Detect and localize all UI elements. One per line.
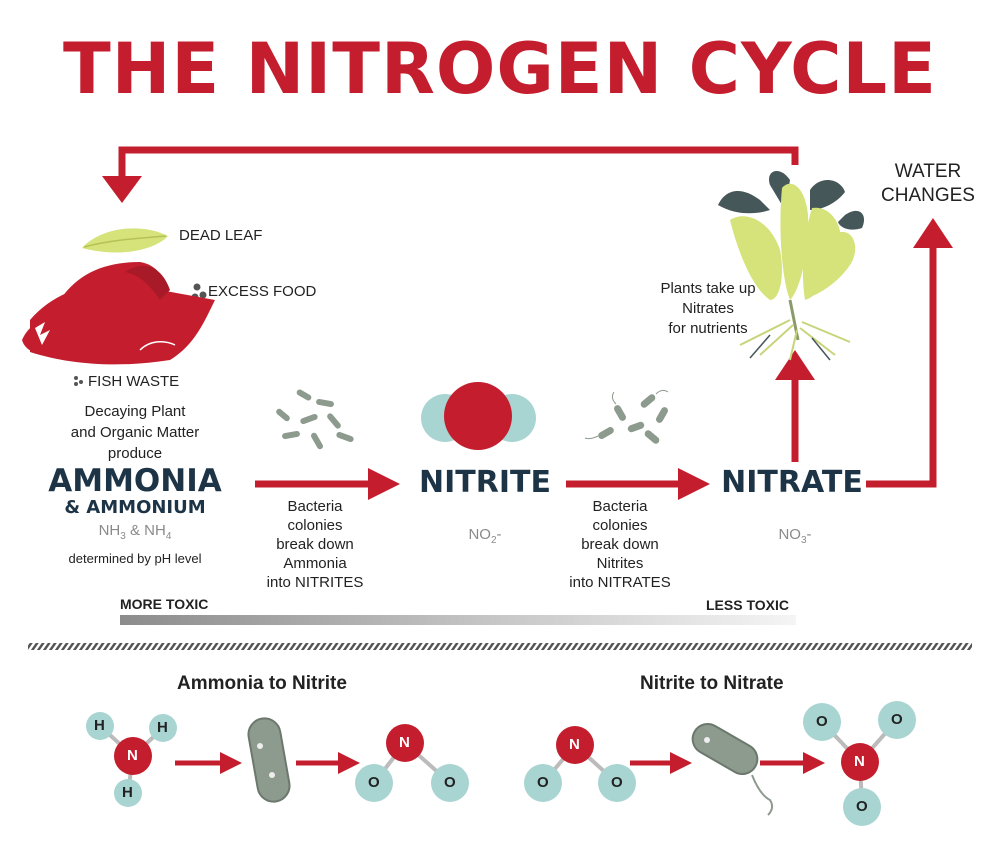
fish-icon (22, 262, 215, 365)
nitrite-to-nitrate-title: Nitrite to Nitrate (640, 673, 784, 694)
more-toxic-label: MORE TOXIC (120, 596, 209, 612)
formula-mid: & NH (125, 522, 166, 539)
decay-line-2: and Organic Matter (70, 424, 200, 441)
water-changes-label: WATER CHANGES (868, 160, 988, 208)
decay-text: Decaying Plant and Organic Matter produc… (55, 401, 215, 464)
water-line-2: CHANGES (881, 185, 975, 206)
nitrate-heading: NITRATE (721, 465, 863, 500)
nitrite-formula-base: NO (468, 526, 491, 543)
step2-line: Nitrites (596, 555, 644, 572)
atom-o-7: O (856, 798, 868, 815)
nitrate-formula: NO3- (715, 526, 875, 546)
atom-o-6: O (891, 711, 903, 728)
ammonia-heading: AMMONIA (48, 463, 222, 499)
plant-uptake-arrow (775, 350, 815, 462)
step2-line: Bacteria (592, 498, 648, 515)
nitrite-formula-sub: 2 (490, 535, 497, 546)
less-toxic-label: LESS TOXIC (706, 597, 789, 613)
nitrate-molecule-bottom (803, 701, 916, 826)
step1-line: Bacteria (287, 498, 343, 515)
process-step-1: Bacteria colonies break down Ammonia int… (255, 497, 375, 592)
nitrite-formula-end: - (496, 526, 502, 543)
step2-line: into NITRATES (569, 574, 671, 591)
atom-o-2: O (444, 774, 456, 791)
ammonia-molecule-icon (86, 712, 177, 807)
section-divider (28, 643, 972, 650)
nitrite-to-nitrate-arrow (566, 468, 710, 500)
step1-line: into NITRITES (266, 574, 364, 591)
nitrate-formula-sub: 3 (800, 535, 807, 546)
atom-n-1: N (127, 747, 138, 764)
bacteria-group-1 (276, 389, 354, 450)
ammonia-formula: NH3 & NH4 (40, 522, 230, 542)
atom-o-5: O (816, 713, 828, 730)
nitrite-formula: NO2- (405, 526, 565, 546)
nitrite-molecule-bottom-left (355, 724, 469, 802)
decay-line-3: produce (107, 445, 163, 462)
fish-waste-icon (74, 376, 83, 386)
atom-h-3: H (122, 784, 133, 801)
excess-food-label: EXCESS FOOD (208, 283, 317, 300)
nitrate-formula-base: NO (778, 526, 801, 543)
formula-sub-3: 3 (120, 531, 126, 542)
nitrite-molecule-bottom-right (524, 726, 636, 802)
nitrate-formula-end: - (806, 526, 812, 543)
plant-line-3: for nutrients (668, 320, 748, 337)
arrow-bottom-4 (760, 752, 825, 774)
ammonia-to-nitrite-arrow (255, 468, 400, 500)
formula-nh: NH (98, 522, 121, 539)
return-arrow (102, 146, 799, 203)
nitrite-molecule-icon (421, 382, 536, 450)
toxicity-gradient-bar (120, 615, 796, 625)
ammonia-to-nitrite-title: Ammonia to Nitrite (177, 673, 347, 694)
atom-o-4: O (611, 774, 623, 791)
atom-n-3: N (569, 736, 580, 753)
step2-line: break down (581, 536, 659, 553)
step1-line: break down (276, 536, 354, 553)
atom-h-2: H (157, 719, 168, 736)
bacterium-rod-icon (247, 717, 291, 803)
decay-line-1: Decaying Plant (84, 403, 186, 420)
plant-line-2: Nitrates (682, 300, 734, 317)
page-title: THE NITROGEN CYCLE (63, 28, 937, 110)
atom-o-1: O (368, 774, 380, 791)
bacteria-group-2 (584, 389, 669, 444)
arrow-bottom-1 (175, 752, 242, 774)
nitrite-heading: NITRITE (419, 465, 551, 500)
arrow-bottom-2 (296, 752, 360, 774)
dead-leaf-label: DEAD LEAF (179, 227, 263, 244)
bacterium-flagellum-icon (691, 723, 774, 816)
atom-o-3: O (537, 774, 549, 791)
process-step-2: Bacteria colonies break down Nitrites in… (560, 497, 680, 592)
ph-note: determined by pH level (68, 551, 202, 566)
step1-line: Ammonia (283, 555, 347, 572)
atom-n-2: N (399, 734, 410, 751)
plant-icon (718, 170, 865, 361)
plant-line-1: Plants take up (660, 280, 756, 297)
atom-h-1: H (94, 717, 105, 734)
ammonium-heading: & AMMONIUM (64, 497, 206, 518)
step2-line: colonies (592, 517, 648, 534)
formula-sub-4: 4 (165, 531, 172, 542)
dead-leaf-icon (82, 228, 168, 253)
atom-n-4: N (854, 753, 865, 770)
step1-line: colonies (287, 517, 343, 534)
plant-uptake-text: Plants take up Nitrates for nutrients (638, 279, 778, 339)
fish-waste-label: FISH WASTE (88, 373, 180, 390)
water-changes-arrow (866, 218, 953, 488)
water-line-1: WATER (894, 161, 962, 182)
arrow-bottom-3 (630, 752, 692, 774)
